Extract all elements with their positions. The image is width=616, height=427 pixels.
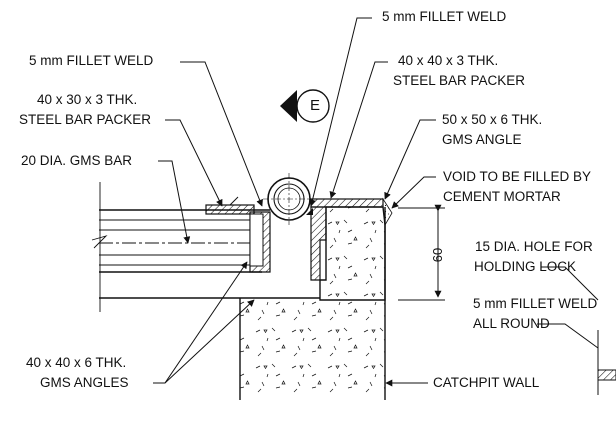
weld-mark-left [229,196,239,206]
label-void-line2: CEMENT MORTAR [443,189,561,204]
mortar-void [382,197,393,227]
gms-angle-right [310,206,327,281]
gms-angle-left-inner [249,213,264,267]
dimension-value: 60 [430,247,445,263]
label-packer-40-line2: STEEL BAR PACKER [393,73,526,88]
weld-right [306,208,313,215]
label-packer-30-line2: STEEL BAR PACKER [19,112,152,127]
label-weld-left: 5 mm FILLET WELD [29,53,154,68]
label-angles-line2: GMS ANGLES [40,375,129,390]
catchpit-wall [319,206,386,301]
steel-packer-left [205,204,255,215]
catchpit-wall-lower [240,300,385,395]
label-packer-30-line1: 40 x 30 x 3 THK. [37,92,138,107]
section-marker-letter: E [309,97,320,114]
gms-bar-circle [263,173,315,225]
label-hole-line2: HOLDING LOCK [474,259,577,274]
dimension-60 [398,204,445,301]
label-void-line1: VOID TO BE FILLED BY [443,169,592,184]
label-hole-line1: 15 DIA. HOLE FOR [475,239,593,254]
cover-frame [91,182,320,312]
label-gms-angle-line2: GMS ANGLE [442,132,522,147]
leader-lines [153,17,599,387]
label-weld-round-line1: 5 mm FILLET WELD [473,296,598,311]
steel-packer-right [310,198,384,208]
label-packer-40-line1: 40 x 40 x 3 THK. [398,53,499,68]
label-gms-angle-line1: 50 x 50 x 6 THK. [442,112,543,127]
label-gms-bar: 20 DIA. GMS BAR [21,153,133,168]
label-weld-round-line2: ALL ROUND [473,316,550,331]
label-angles-line1: 40 x 40 x 6 THK. [26,355,127,370]
section-marker [280,89,330,123]
label-catchpit-wall: CATCHPIT WALL [433,375,540,390]
edge-element [597,369,616,381]
label-weld-top: 5 mm FILLET WELD [382,9,507,24]
